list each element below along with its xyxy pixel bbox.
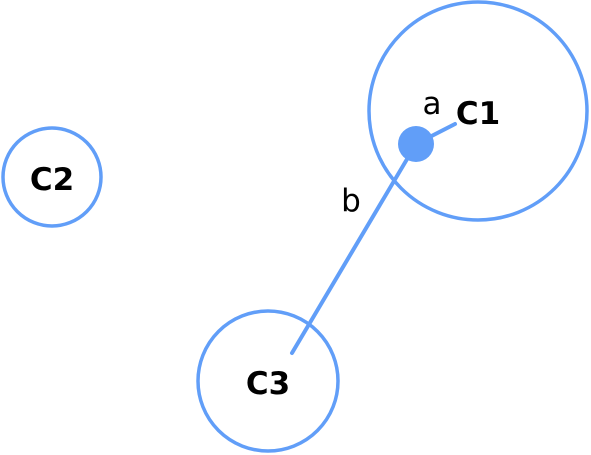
circle-c1-label: C1 xyxy=(456,96,500,132)
circle-c3-outline xyxy=(196,309,340,453)
segment-b-label: b xyxy=(341,183,361,219)
segment-b xyxy=(290,142,418,355)
circle-c1: C1 xyxy=(367,0,589,222)
circle-c2: C2 xyxy=(1,126,103,228)
intersection-point xyxy=(398,126,434,162)
segment-a-label: a xyxy=(423,86,442,122)
circle-c2-label: C2 xyxy=(30,162,74,198)
circle-c3-label: C3 xyxy=(246,366,290,402)
circle-c2-outline xyxy=(1,126,103,228)
circle-c1-outline xyxy=(367,0,589,222)
circle-c3: C3 xyxy=(196,309,340,453)
